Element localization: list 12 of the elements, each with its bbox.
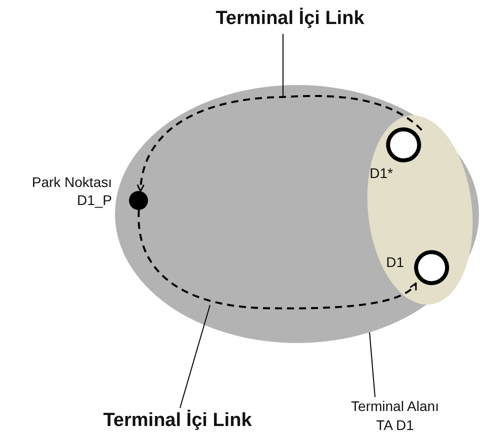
point-label: D1 — [385, 253, 404, 272]
dashed-arrow — [138, 210, 417, 310]
leader-line — [282, 34, 284, 98]
park-point-dot — [129, 191, 148, 210]
link-title: Terminal İçi Link — [70, 408, 285, 436]
leader-line — [369, 332, 376, 398]
area-label: Terminal Alanı TA D1 — [345, 397, 445, 439]
dashed-arrow — [137, 95, 422, 192]
link-title: Terminal İçi Link — [195, 6, 385, 34]
leader-line — [180, 304, 210, 408]
point-label: Park Noktası D1_P — [30, 173, 112, 210]
point-label: D1* — [368, 164, 393, 182]
